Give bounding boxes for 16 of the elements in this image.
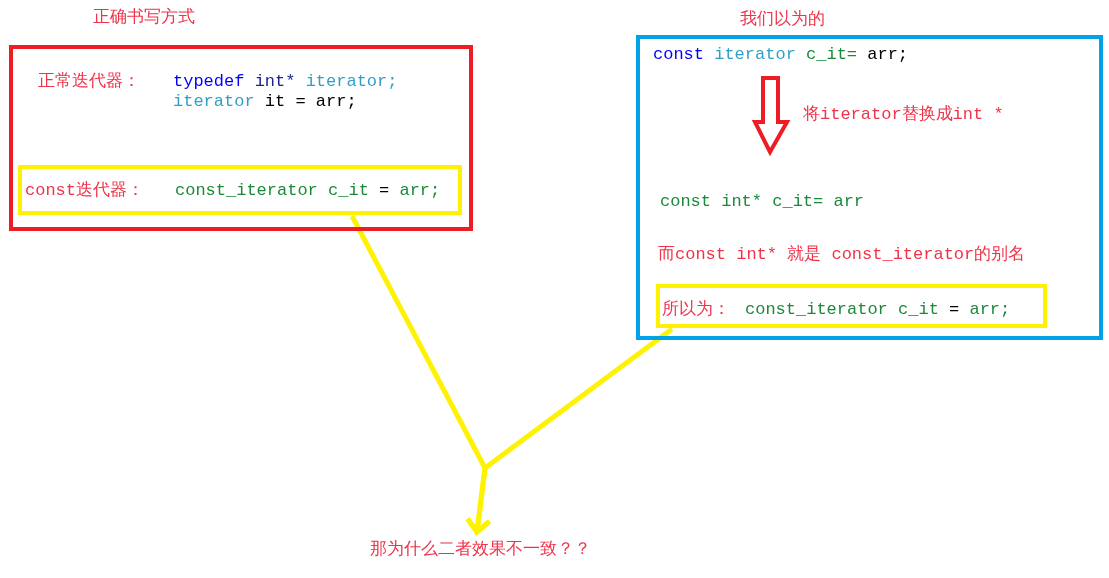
code-text: typedef int* iterator; iterator it = arr; [173,72,399,112]
code-text: const iterator c_it= arr; [653,45,909,65]
label-text: 所以为： [662,300,730,320]
highlight-box [18,165,462,215]
heading: 正确书写方式 [93,8,195,28]
label-text: const迭代器： [25,181,144,201]
label-text: 正常迭代器： [38,72,140,92]
code-text: const_iterator c_it = arr; [745,300,1011,320]
code-text: const_iterator c_it = arr; [175,181,441,201]
code-text: const int* c_it= arr [660,192,865,212]
highlight-box [656,284,1047,328]
heading: 我们以为的 [740,10,825,30]
note-text: 将iterator替换成int * [803,105,1004,125]
question-text: 那为什么二者效果不一致？？ [370,540,591,560]
note-text: 而const int* 就是 const_iterator的别名 [658,245,1026,265]
arrow [465,327,674,535]
